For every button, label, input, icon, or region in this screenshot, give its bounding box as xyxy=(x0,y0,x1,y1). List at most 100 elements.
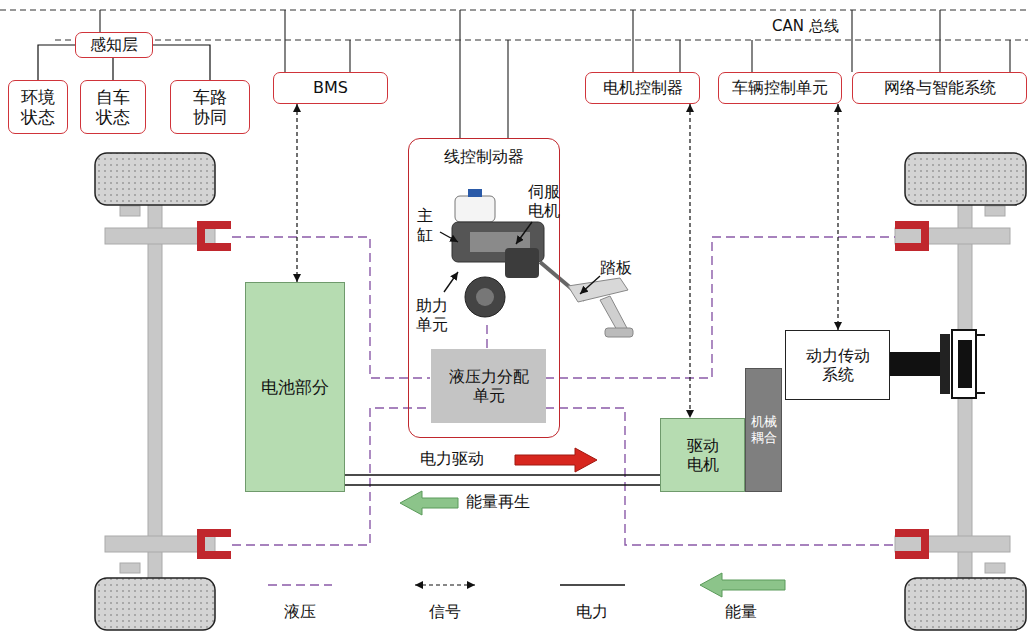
brake-unit-figure xyxy=(605,328,633,337)
wheel xyxy=(95,153,215,205)
box-label: 动力传动系统 xyxy=(804,346,872,384)
wheel xyxy=(905,153,1026,205)
right-axle xyxy=(940,334,950,394)
box-label: 感知层 xyxy=(90,35,138,54)
legend-sample xyxy=(268,573,785,597)
component-box: 网络与智能系统 xyxy=(852,72,1027,104)
right-axle xyxy=(895,536,1010,552)
part-label: 踏板 xyxy=(600,258,632,277)
hydraulic-line xyxy=(545,408,895,545)
component-box: 电机控制器 xyxy=(585,72,700,104)
left-axle xyxy=(105,195,215,585)
box-label: 机械耦合 xyxy=(750,414,778,445)
legend-label: 能量 xyxy=(725,602,757,621)
wheel xyxy=(95,153,1026,630)
right-axle xyxy=(985,563,1005,573)
box-label: 线控制动器 xyxy=(444,147,524,166)
brake-caliper xyxy=(895,221,929,251)
brake-unit-figure xyxy=(468,189,482,197)
signal-connector xyxy=(296,104,297,282)
flow-label: 电力驱动 xyxy=(420,449,484,468)
legend-label: 信号 xyxy=(429,602,461,621)
energy-arrow xyxy=(400,491,458,515)
bus-drop xyxy=(679,40,680,72)
bus-drop xyxy=(632,10,633,72)
legend-sample xyxy=(415,584,475,585)
box-label: 车辆控制单元 xyxy=(732,78,828,97)
signal-connector xyxy=(837,104,838,330)
bus-drop xyxy=(1009,40,1010,72)
legend-label: 液压 xyxy=(284,602,316,621)
bus-drop xyxy=(349,40,350,72)
brake-unit-figure xyxy=(568,278,628,302)
link-line xyxy=(153,45,210,80)
component-box: BMS xyxy=(273,72,388,104)
energy-arrow xyxy=(400,491,458,515)
hydraulic-line xyxy=(486,322,487,348)
right-axle xyxy=(985,206,1005,216)
right-axle xyxy=(952,330,976,398)
box-label: 自车状态 xyxy=(95,87,131,128)
link-line xyxy=(112,58,113,80)
brake-caliper xyxy=(197,221,231,251)
bus-drop xyxy=(751,40,752,72)
bus-drop xyxy=(939,10,940,72)
right-axle xyxy=(895,228,1010,244)
box-label: 电机控制器 xyxy=(603,78,683,97)
part-label: 助力单元 xyxy=(414,296,450,334)
bus-drop xyxy=(284,10,285,72)
legend-label: 电力 xyxy=(576,602,608,621)
leader-arrow xyxy=(440,232,458,242)
component-box: 动力传动系统 xyxy=(785,330,890,400)
power-arrow xyxy=(515,448,597,472)
left-axle xyxy=(120,563,140,573)
component-box: 自车状态 xyxy=(80,80,146,134)
leader-arrow xyxy=(516,222,532,244)
box-label: 车路协同 xyxy=(192,87,228,128)
component-box: 感知层 xyxy=(75,32,153,58)
brake-unit-figure xyxy=(465,277,505,317)
power-arrow xyxy=(515,448,597,472)
component-box: 机械耦合 xyxy=(745,368,782,492)
bus-drop xyxy=(507,40,508,138)
can-bus xyxy=(0,10,1028,40)
leader-arrow xyxy=(440,222,600,294)
brake-caliper xyxy=(895,529,929,559)
brake-caliper xyxy=(197,529,231,559)
can-bus xyxy=(55,39,1028,40)
box-label: 液压力分配单元 xyxy=(447,367,531,405)
wheel xyxy=(905,578,1026,630)
power-wire xyxy=(345,475,660,485)
part-label: 主缸 xyxy=(416,206,434,244)
flow-label: 能量再生 xyxy=(466,492,530,511)
brake-unit-figure xyxy=(455,196,495,222)
legend-sample xyxy=(560,584,625,586)
left-axle xyxy=(120,206,140,216)
component-box: 环境状态 xyxy=(8,80,68,134)
wheel xyxy=(95,578,215,630)
right-axle xyxy=(958,340,972,388)
box-label: 驱动电机 xyxy=(685,436,721,474)
legend-sample xyxy=(700,573,785,597)
link-line xyxy=(38,45,75,80)
signal-connector xyxy=(689,104,690,418)
component-box: 车辆控制单元 xyxy=(718,72,842,104)
box-label: 电池部分 xyxy=(261,377,329,397)
right-axle xyxy=(890,195,1010,585)
leader-arrow xyxy=(580,276,600,294)
brake-unit-figure xyxy=(505,248,539,278)
bus-drop xyxy=(459,10,460,138)
brake-caliper xyxy=(197,221,929,559)
can-bus xyxy=(0,9,1028,10)
bus-drop xyxy=(99,10,100,32)
right-axle xyxy=(976,334,985,336)
right-axle xyxy=(976,392,985,394)
component-box: 驱动电机 xyxy=(660,418,745,492)
component-box: 电池部分 xyxy=(245,282,345,492)
bus-drop xyxy=(851,10,852,72)
legend-sample xyxy=(268,584,332,585)
left-axle xyxy=(148,195,162,585)
part-label: 伺服电机 xyxy=(526,182,562,220)
